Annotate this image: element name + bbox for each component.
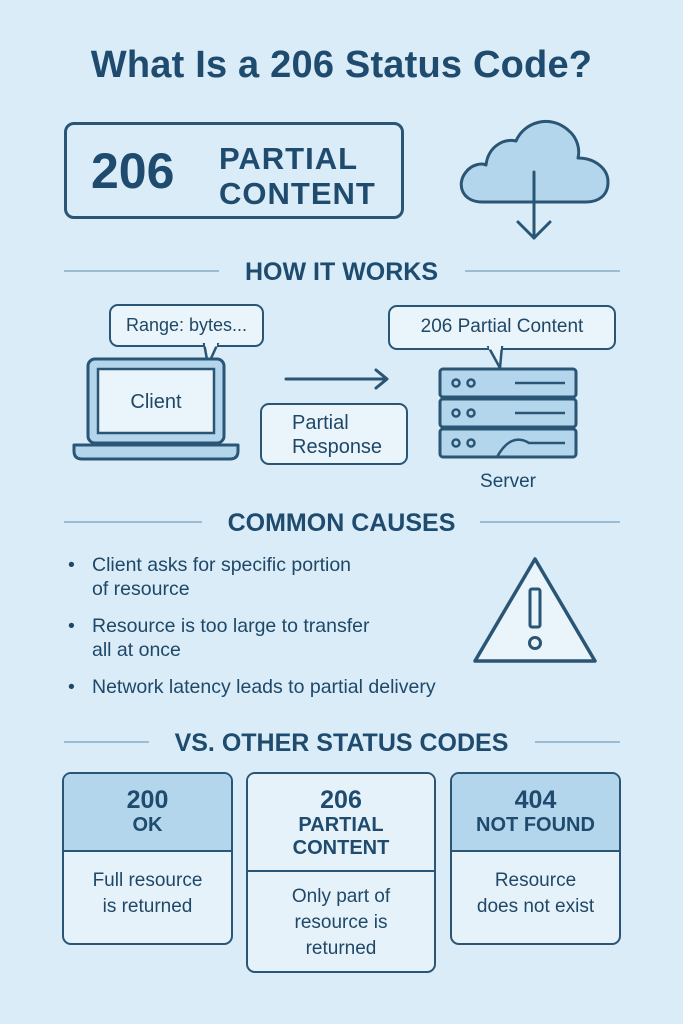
divider-left	[64, 270, 219, 272]
cloud-download-icon	[459, 120, 610, 240]
divider-right	[480, 521, 620, 523]
client-label: Client	[130, 391, 182, 413]
list-item: • Network latency leads to partial deliv…	[68, 676, 436, 698]
response-bubble: 206 Partial Content	[388, 305, 616, 350]
laptop-icon	[72, 357, 240, 461]
server-icon	[438, 367, 578, 459]
divider-left	[64, 521, 202, 523]
divider-right	[535, 741, 620, 743]
status-code-name: PARTIAL CONTENT	[219, 141, 376, 211]
card-body: Only part of resource is returned	[291, 886, 391, 959]
list-item: • Resource is too large to transfer all …	[68, 615, 370, 661]
divider-left	[64, 741, 149, 743]
warning-icon	[473, 557, 597, 663]
partial-response-box: Partial Response	[260, 403, 408, 465]
status-card-200: 200 OK Full resource is returned	[62, 772, 233, 945]
status-code-box: 206 PARTIAL CONTENT	[64, 122, 404, 219]
divider-right	[465, 270, 620, 272]
list-item: • Client asks for specific portion of re…	[68, 554, 352, 600]
status-code-number: 206	[91, 143, 175, 199]
comparison-heading: VS. OTHER STATUS CODES	[174, 729, 509, 757]
arrow-right-icon	[284, 368, 389, 390]
range-request-bubble: Range: bytes...	[109, 304, 264, 347]
card-header: 404 NOT FOUND	[452, 774, 619, 852]
page-title: What Is a 206 Status Code?	[90, 44, 593, 86]
causes-list: • Client asks for specific portion of re…	[68, 553, 436, 712]
status-card-404: 404 NOT FOUND Resource does not exist	[450, 772, 621, 945]
common-causes-heading: COMMON CAUSES	[227, 509, 456, 537]
card-header: 206 PARTIAL CONTENT	[248, 774, 434, 872]
card-body: Full resource is returned	[92, 870, 203, 917]
card-body: Resource does not exist	[476, 870, 595, 917]
response-bubble-tail-icon	[486, 346, 504, 370]
how-it-works-heading: HOW IT WORKS	[244, 258, 439, 286]
status-card-206: 206 PARTIAL CONTENT Only part of resourc…	[246, 772, 436, 973]
card-header: 200 OK	[64, 774, 231, 852]
server-label: Server	[480, 471, 536, 492]
